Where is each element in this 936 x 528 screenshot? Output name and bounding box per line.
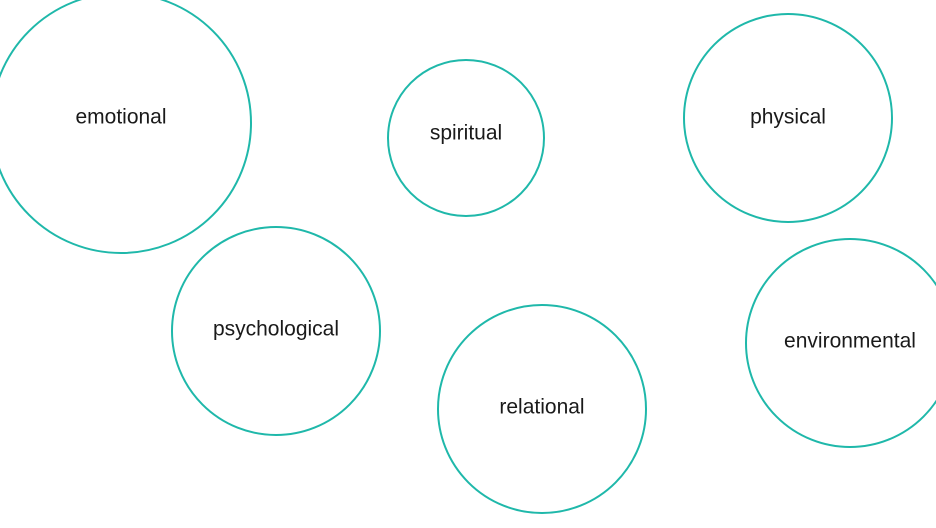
- bubble-environmental-label: environmental: [784, 330, 916, 353]
- bubble-emotional: emotional: [0, 0, 252, 254]
- bubble-relational-ring: [437, 304, 647, 514]
- bubble-physical: physical: [683, 13, 893, 223]
- bubble-physical-ring: [683, 13, 893, 223]
- bubble-relational-label: relational: [499, 396, 584, 419]
- bubble-spiritual-ring: [387, 59, 545, 217]
- bubble-environmental: environmental: [745, 238, 936, 448]
- bubble-physical-label: physical: [750, 106, 826, 129]
- bubble-spiritual-label: spiritual: [430, 122, 502, 145]
- bubble-relational: relational: [437, 304, 647, 514]
- bubble-psychological-label: psychological: [213, 318, 339, 341]
- bubble-spiritual: spiritual: [387, 59, 545, 217]
- bubble-psychological: psychological: [171, 226, 381, 436]
- bubble-emotional-label: emotional: [75, 106, 166, 129]
- bubble-emotional-ring: [0, 0, 252, 254]
- bubble-environmental-ring: [745, 238, 936, 448]
- bubble-psychological-ring: [171, 226, 381, 436]
